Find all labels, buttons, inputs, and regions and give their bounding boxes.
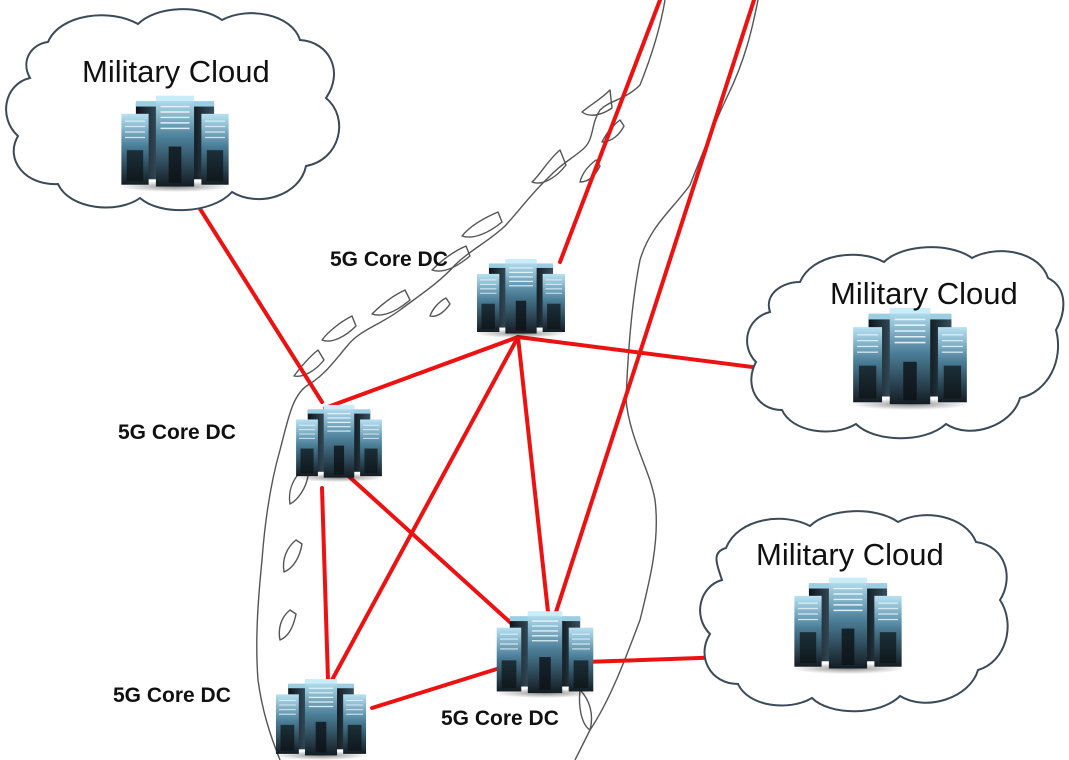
core-dc-3-label: 5G Core DC [113, 684, 231, 707]
dc-2-server-icon [293, 404, 385, 482]
core-dc-2-label: 5G Core DC [118, 421, 236, 444]
core-dc-1-label: 5G Core DC [330, 248, 448, 271]
link-dc2-dc4 [342, 470, 514, 626]
military-cloud-2 [746, 246, 1065, 440]
coastline-map [256, 0, 759, 760]
link-dc4-north-b [554, 0, 756, 614]
link-dc2-dc3 [320, 486, 330, 682]
dc-1-server-icon [474, 258, 568, 338]
dc-3-server-icon [272, 678, 370, 760]
link-cloud1-dc2 [188, 191, 324, 404]
military-cloud-3-label: Military Cloud [756, 537, 944, 572]
link-dc1-dc3 [330, 335, 520, 682]
military-cloud-3 [699, 510, 1009, 713]
military-cloud-2-label: Military Cloud [830, 276, 1018, 311]
link-dc1-dc4 [516, 335, 550, 614]
core-dc-4-label: 5G Core DC [441, 707, 559, 730]
link-dc3-dc4 [370, 666, 502, 710]
network-links [188, 0, 840, 710]
link-dc1-dc2 [323, 335, 520, 410]
military-cloud-1-label: Military Cloud [82, 54, 270, 89]
link-dc1-north-a [558, 0, 662, 264]
military-cloud-1 [5, 8, 341, 212]
